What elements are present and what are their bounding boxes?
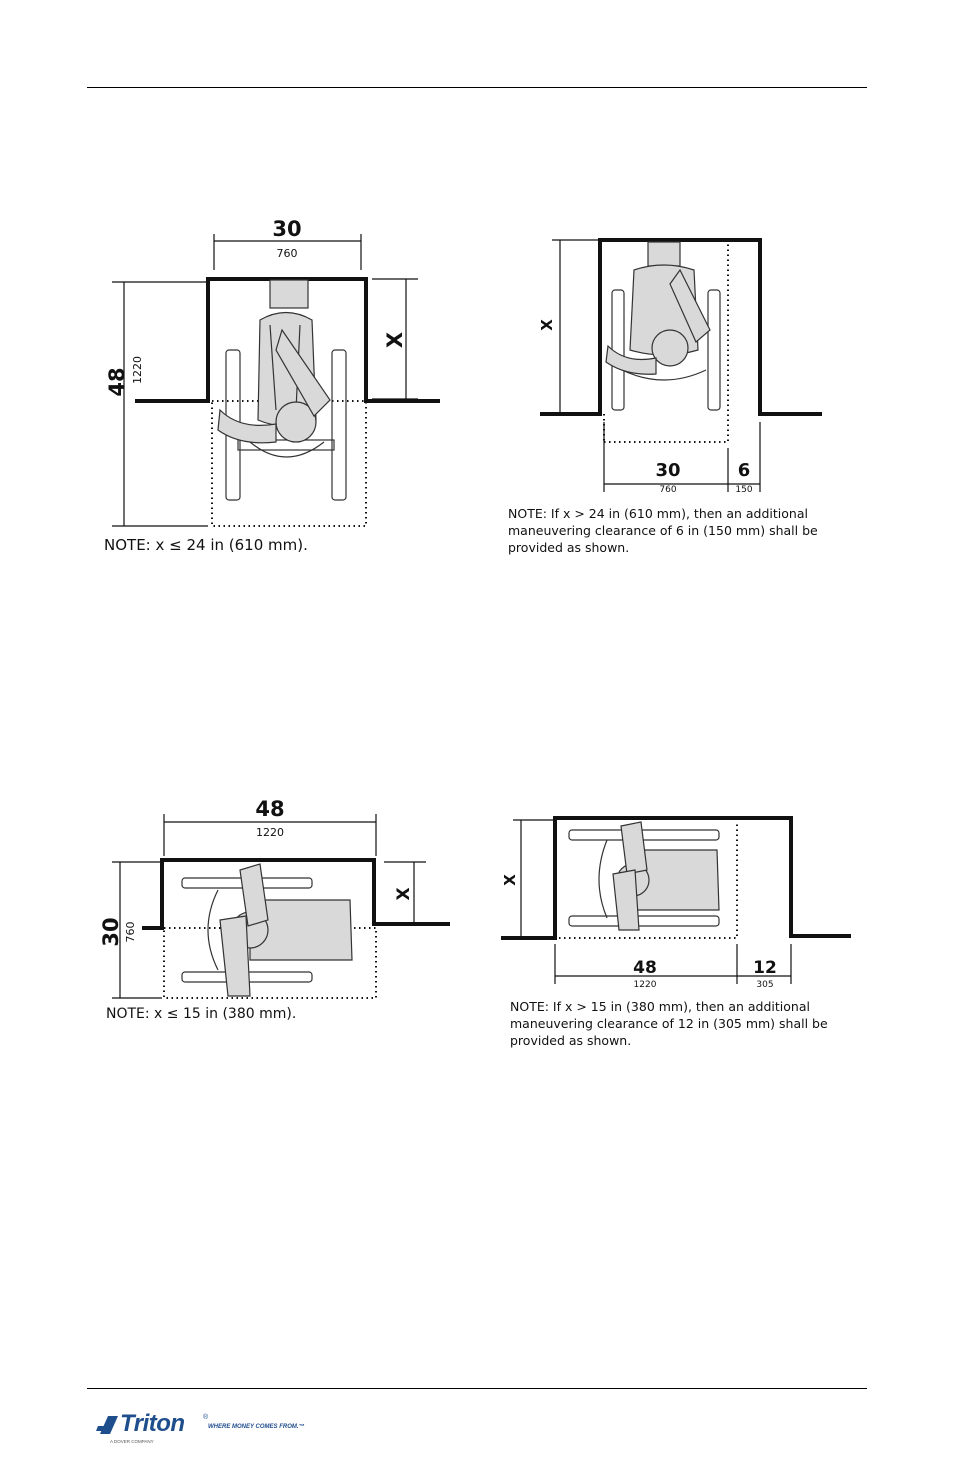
alcove-wall xyxy=(501,816,851,940)
brand-name: Triton xyxy=(120,1410,185,1437)
alcove-wall xyxy=(142,858,450,930)
dim-left-mm: 1220 xyxy=(131,356,144,384)
wheelchair-user-figure xyxy=(181,863,353,997)
diagram-forward-approach-shallow: 30 760 48 1220 X xyxy=(100,210,460,530)
brand-tagline: WHERE MONEY COMES FROM.™ xyxy=(208,1424,305,1430)
atm-unit xyxy=(647,241,681,267)
wheelchair-user-figure xyxy=(568,821,720,931)
dim-top-mm: 1220 xyxy=(256,826,284,839)
note-bottom-left: NOTE: x ≤ 15 in (380 mm). xyxy=(106,1006,297,1022)
alcove-wall xyxy=(135,277,440,403)
note-line: NOTE: If x > 24 in (610 mm), then an add… xyxy=(508,506,808,521)
dim-top-inches: 48 xyxy=(255,797,284,821)
dim-extra-inches: 12 xyxy=(753,958,777,978)
note-line: maneuvering clearance of 12 in (305 mm) … xyxy=(510,1016,828,1031)
dim-x-label: X xyxy=(538,319,556,331)
dim-x-label: X xyxy=(501,874,519,886)
diagram-parallel-approach-shallow: 48 1220 30 760 X xyxy=(99,797,460,1010)
alcove-wall xyxy=(540,238,822,416)
diagram-forward-approach-deep: X 30 760 6 150 xyxy=(530,230,830,500)
dim-left-inches: 30 xyxy=(99,917,123,946)
clear-floor-space xyxy=(559,822,738,939)
triton-logo: Triton ® WHERE MONEY COMES FROM.™ A DOVE… xyxy=(96,1410,306,1450)
brand-sub: A DOVER COMPANY xyxy=(110,1439,154,1444)
registered-mark: ® xyxy=(203,1414,209,1421)
clear-floor-space xyxy=(603,244,729,443)
note-line: NOTE: If x > 15 in (380 mm), then an add… xyxy=(510,999,810,1014)
dim-bottom-inches: 30 xyxy=(655,460,680,481)
atm-unit xyxy=(269,279,309,309)
diagram-parallel-approach-deep: X 48 1220 12 305 xyxy=(495,810,860,990)
dim-x-label: X xyxy=(383,332,407,348)
dim-bottom-mm: 1220 xyxy=(634,980,657,990)
dim-extra-mm: 305 xyxy=(756,980,773,990)
wheelchair-user-figure xyxy=(605,264,721,411)
dim-extra-inches: 6 xyxy=(738,460,751,481)
dim-left-mm: 760 xyxy=(124,922,137,943)
dim-bottom-inches: 48 xyxy=(633,958,657,978)
dim-extra-mm: 150 xyxy=(735,485,752,495)
dim-bottom-mm: 760 xyxy=(659,485,676,495)
note-line: provided as shown. xyxy=(510,1033,632,1048)
header-rule xyxy=(87,87,867,88)
dim-x-label: X xyxy=(394,887,414,900)
note-top-left: NOTE: x ≤ 24 in (610 mm). xyxy=(104,536,308,554)
dim-left-inches: 48 xyxy=(105,367,129,396)
note-line: provided as shown. xyxy=(508,540,630,555)
dim-top-mm: 760 xyxy=(277,247,298,260)
note-bottom-right: NOTE: If x > 15 in (380 mm), then an add… xyxy=(510,998,828,1049)
footer-rule xyxy=(87,1388,867,1389)
note-line: maneuvering clearance of 6 in (150 mm) s… xyxy=(508,523,818,538)
clear-floor-space xyxy=(211,400,367,527)
wheelchair-user-figure xyxy=(217,311,347,501)
triton-swoosh-icon xyxy=(96,1416,118,1434)
note-top-right: NOTE: If x > 24 in (610 mm), then an add… xyxy=(508,505,818,556)
dim-top-inches: 30 xyxy=(272,217,301,241)
